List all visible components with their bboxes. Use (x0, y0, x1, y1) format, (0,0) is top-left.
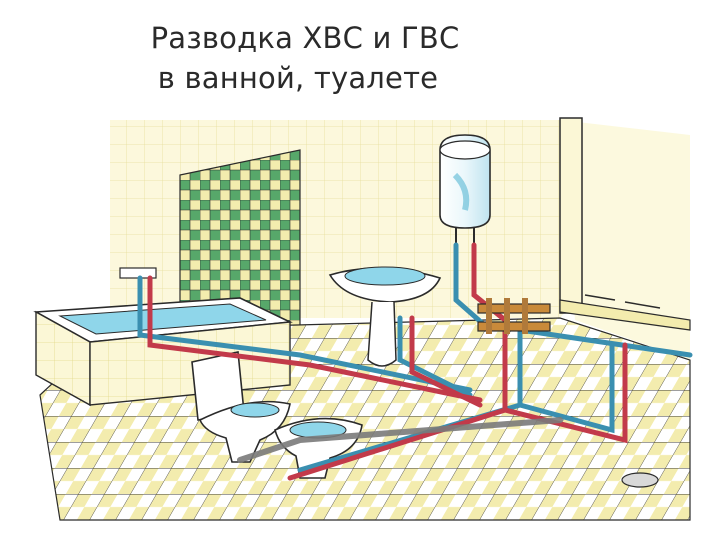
cold-water-pipes (137, 242, 693, 473)
plumbing-illustration (33, 117, 693, 521)
water-heater (439, 134, 491, 245)
toilet (191, 351, 291, 463)
window (559, 117, 691, 331)
floor-drain (621, 472, 659, 488)
drain-pipe (237, 417, 563, 463)
title-line-2: в ванной, туалете (157, 61, 439, 95)
title-line-1: Разводка ХВС и ГВС (150, 21, 460, 55)
slide-title: Разводка ХВС и ГВС в ванной, туалете (0, 18, 620, 98)
hot-water-pipes (147, 242, 628, 481)
manifold (477, 298, 551, 334)
washbasin (328, 266, 442, 367)
